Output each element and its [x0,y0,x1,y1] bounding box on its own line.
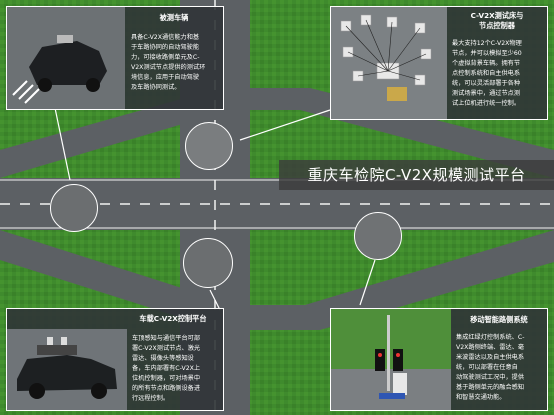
text-line: 及车路协同测试。 [131,84,181,91]
roadside-textbox: 移动智能路侧系统 集成红绿灯控制系统、C- V2X路侧终端、雷达、毫 米波雷达以… [451,309,547,410]
pickup-truck-icon [17,337,117,399]
text-line: 雷达、摄像头等感知设 [132,355,194,362]
text-line: 集成红绿灯控制系统、C- [456,334,525,341]
text-line: 行远程控制。 [132,395,170,402]
text-line: 试上位机进行统一控制。 [452,100,521,107]
text-line: 节点，并可以模拟至少60 [452,50,522,57]
text-line: 米波雷达以及自主供电系 [456,354,525,361]
onboard-photo [7,329,127,410]
emulator-title-line1: C-V2X测试床与 [470,11,524,20]
suv-icon [12,35,107,104]
main-title: 重庆车检院C-V2X规模测试平台 [279,160,554,190]
roadside-title: 移动智能路侧系统 [470,315,528,324]
onboard-description: 车顶感知与通信平台可部 署C-V2X测试节点、激光 雷达、摄像头等感知设 备，车… [132,334,222,404]
emulator-description: 最大支持12个C-V2X物理 节点，并可以模拟至少60 个虚拟背景车辆。拥有节 … [452,39,546,109]
text-line: 个虚拟背景车辆。拥有节 [452,60,521,67]
text-line: 具备C-V2X通信能力和基 [131,34,200,41]
text-line: 于车路协同的自动驾驶能 [131,44,200,51]
text-line: 署C-V2X测试节点、激光 [132,345,201,352]
emulator-panel: C-V2X测试床与 节点控制器 最大支持12个C-V2X物理 节点，并可以模拟至… [330,6,548,120]
onboard-panel: 车载C-V2X控制平台 车顶感知与通信平台可部 署C-V2X测试节点、激光 雷达… [6,308,224,411]
vehicle-zoom-circle [50,184,98,232]
text-line: 的所有节点和路侧设备进 [132,385,201,392]
text-line: 位机控制器，可对场景中 [132,375,201,382]
text-line: 和智慧交通功能。 [456,394,506,401]
text-line: 最大支持12个C-V2X物理 [452,40,522,47]
emulator-title: C-V2X测试床与 节点控制器 [447,11,547,31]
roadside-zoom-circle [354,212,402,260]
upper-diagonal-road [0,88,554,178]
text-line: 统，可以部署在任意自 [456,364,518,371]
text-line: 力，可接收路侧单元及C- [131,54,200,61]
callout-lines [54,107,376,311]
tested-vehicle-textbox: 被测车辆 具备C-V2X通信能力和基 于车路协同的自动驾驶能 力，可接收路侧单元… [125,7,223,109]
text-line: 车顶感知与通信平台可部 [132,335,201,342]
tested-vehicle-description: 具备C-V2X通信能力和基 于车路协同的自动驾驶能 力，可接收路侧单元及C- V… [131,33,221,93]
text-line: 测试场景中，通过节点测 [452,90,521,97]
tested-vehicle-photo [7,7,125,109]
text-line: V2X路侧终端、雷达、毫 [456,344,525,351]
text-line: V2X测试节点提供的测试环 [131,64,206,71]
text-line: 基于路侧单元的融合感知 [456,384,525,391]
roadside-panel: 移动智能路侧系统 集成红绿灯控制系统、C- V2X路侧终端、雷达、毫 米波雷达以… [330,308,548,411]
tested-vehicle-panel: 被测车辆 具备C-V2X通信能力和基 于车路协同的自动驾驶能 力，可接收路侧单元… [6,6,224,110]
onboard-title-bar: 车载C-V2X控制平台 [7,309,223,329]
emulator-textbox: C-V2X测试床与 节点控制器 最大支持12个C-V2X物理 节点，并可以模拟至… [447,7,547,119]
onboard-zoom-circle [183,238,233,288]
text-line: 备，车内部署有C-V2X上 [132,365,201,372]
test-nodes-icon [340,14,432,101]
onboard-title: 车载C-V2X控制平台 [139,314,207,323]
lower-diagonal-road [0,230,554,330]
text-line: 动驾驶测试工况中，提供 [456,374,525,381]
roadside-description: 集成红绿灯控制系统、C- V2X路侧终端、雷达、毫 米波雷达以及自主供电系 统，… [456,333,546,403]
text-line: 统，可以灵活部署于各种 [452,80,521,87]
emulator-title-line2: 节点控制器 [479,21,515,30]
roadside-photo [331,309,451,410]
onboard-textbox: 车顶感知与通信平台可部 署C-V2X测试节点、激光 雷达、摄像头等感知设 备，车… [127,329,223,410]
tested-vehicle-title: 被测车辆 [159,13,189,22]
emulator-photo [331,7,447,119]
text-line: 境信息，应用于自动驾驶 [131,74,200,81]
traffic-light-tower-icon [331,315,451,410]
text-line: 点控制系统和自主供电系 [452,70,521,77]
emulator-zoom-circle [185,122,233,170]
